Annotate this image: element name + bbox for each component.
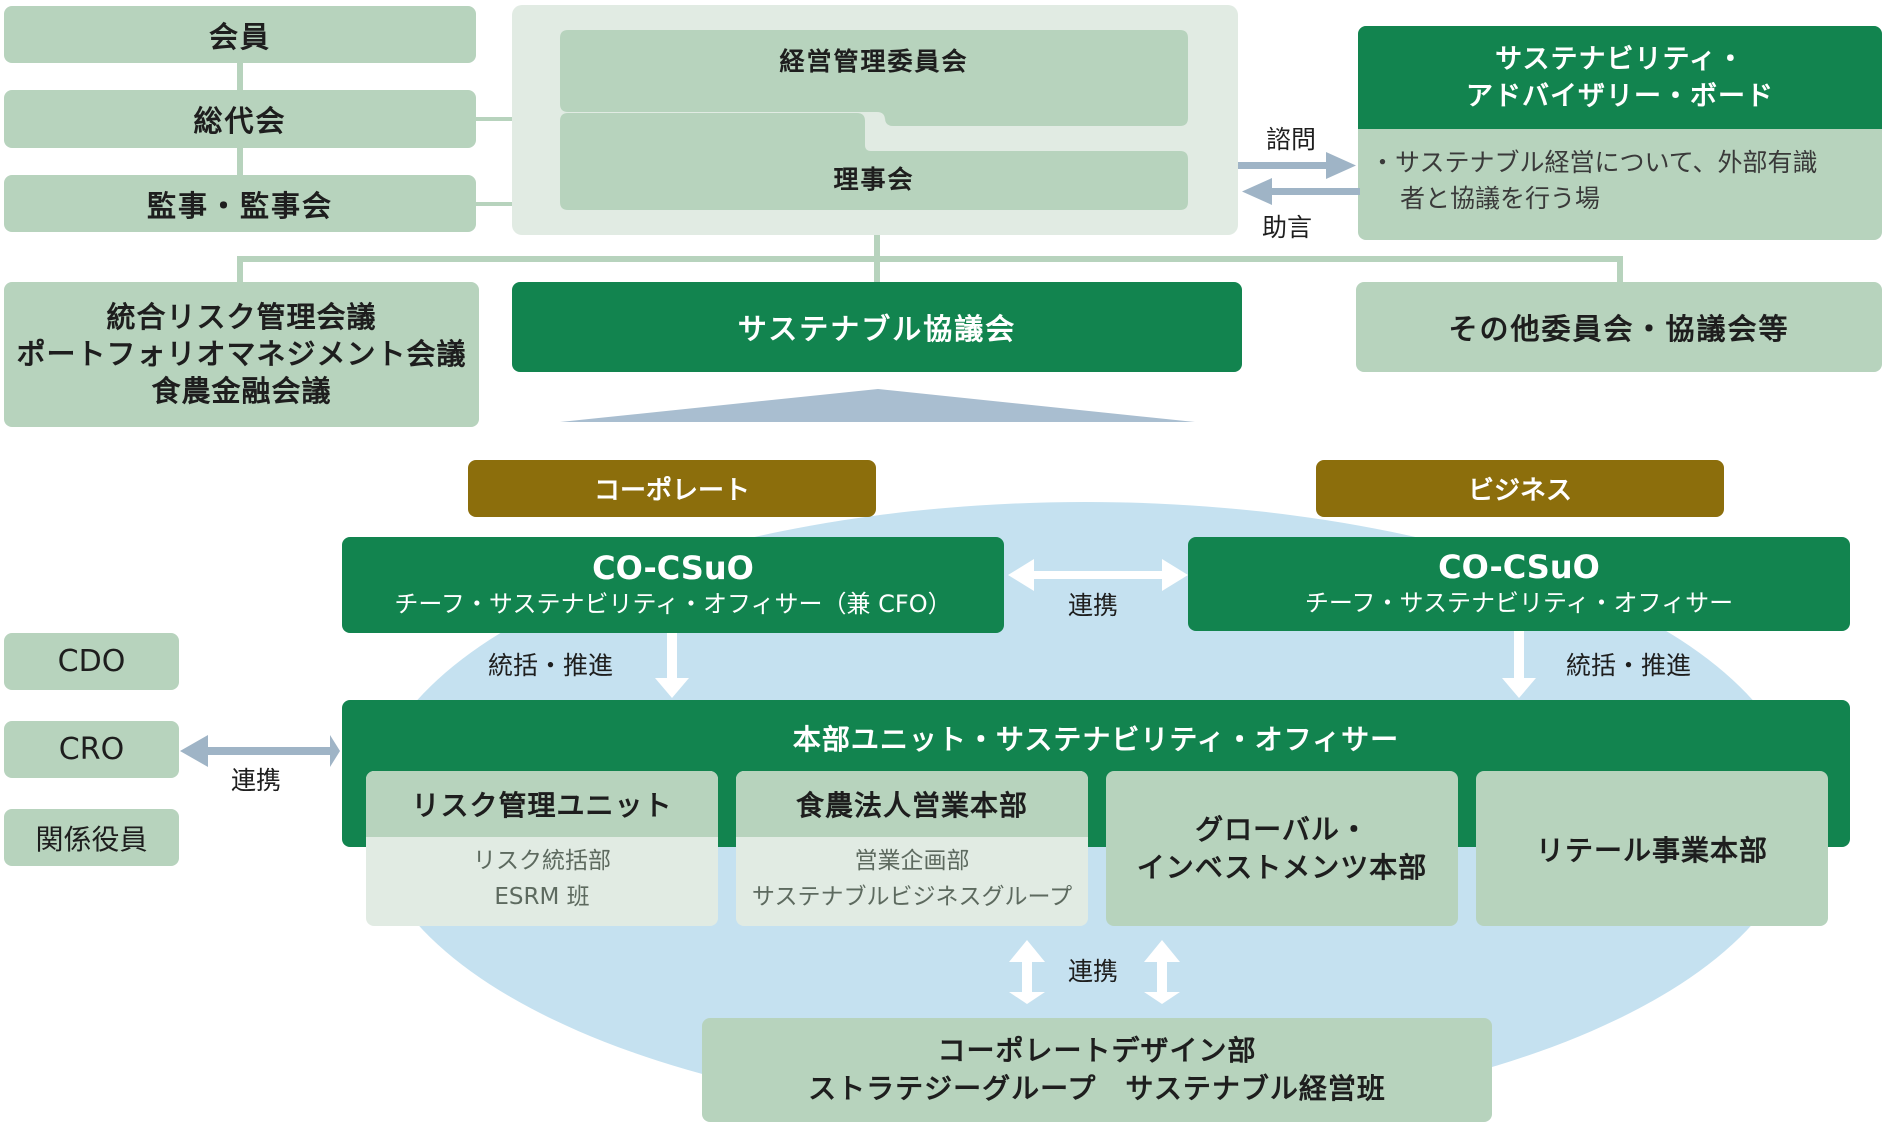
unit-food-sub-1: 営業企画部	[854, 848, 970, 874]
advice-label: 助言	[1262, 213, 1313, 242]
other-committees-label: その他委員会・協議会等	[1448, 312, 1790, 346]
board-label: 理事会	[833, 165, 915, 194]
connector-auditors-management	[476, 202, 512, 206]
connector-board-down	[874, 210, 880, 282]
cdo-box: CDO	[4, 633, 179, 690]
corporate-tag: コーポレート	[468, 460, 876, 517]
unit-risk-management: リスク管理ユニット リスク統括部 ESRM 班	[366, 771, 718, 926]
funnel-triangle	[560, 389, 1195, 422]
advisory-board-desc: ・サステナブル経営について、外部有識 者と協議を行う場	[1358, 129, 1882, 217]
advisory-board-desc-2: 者と協議を行う場	[1400, 184, 1601, 213]
oversee-label-right: 統括・推進	[1566, 651, 1692, 680]
unit-food-name: 食農法人営業本部	[795, 789, 1028, 822]
members-box: 会員	[4, 6, 476, 63]
hq-unit-title: 本部ユニット・サステナビリティ・オフィサー	[792, 723, 1400, 756]
general-assembly-label: 総代会	[193, 104, 287, 138]
advisory-board-title-1: サステナビリティ・	[1495, 43, 1745, 75]
unit-risk-header: リスク管理ユニット	[366, 771, 718, 837]
business-tag: ビジネス	[1316, 460, 1724, 517]
sustainable-council-label: サステナブル協議会	[737, 312, 1017, 346]
connector-assembly-auditors	[237, 148, 243, 176]
risk-councils-box: 統合リスク管理会議 ポートフォリオマネジメント会議 食農金融会議	[4, 282, 479, 427]
auditors-box: 監事・監事会	[4, 175, 476, 232]
consult-label: 諮問	[1266, 125, 1317, 154]
unit-food-header: 食農法人営業本部	[736, 771, 1088, 837]
unit-global-name-2: インベストメンツ本部	[1136, 850, 1428, 884]
business-tag-label: ビジネス	[1467, 476, 1572, 506]
unit-risk-sub-2: ESRM 班	[494, 884, 590, 910]
design-dept-line-2: ストラテジーグループ サステナブル経営班	[808, 1072, 1386, 1105]
corporate-design-dept-box: コーポレートデザイン部 ストラテジーグループ サステナブル経営班	[702, 1018, 1492, 1122]
related-officers-label: 関係役員	[35, 822, 148, 856]
unit-risk-name: リスク管理ユニット	[411, 789, 673, 822]
corporate-tag-label: コーポレート	[593, 476, 750, 506]
co-csuo-business-title: CO-CSuO	[1438, 548, 1600, 586]
unit-risk-sub: リスク統括部 ESRM 班	[473, 837, 611, 915]
unit-retail: リテール事業本部	[1476, 771, 1828, 926]
csuo-collab-label: 連携	[1068, 591, 1119, 620]
unit-global-investments: グローバル・ インベストメンツ本部	[1106, 771, 1458, 926]
co-csuo-business-subtitle: チーフ・サステナビリティ・オフィサー	[1304, 589, 1734, 617]
design-collab-label: 連携	[1068, 957, 1119, 986]
oversee-arrow-left	[655, 633, 689, 698]
connector-right-drop	[1617, 256, 1623, 282]
unit-risk-sub-1: リスク統括部	[473, 848, 611, 874]
management-committee-label: 経営管理委員会	[779, 47, 969, 76]
co-csuo-corporate-title: CO-CSuO	[592, 549, 754, 587]
unit-retail-name: リテール事業本部	[1535, 833, 1768, 867]
cro-collab-arrow	[180, 735, 340, 767]
risk-council-2: ポートフォリオマネジメント会議	[16, 337, 467, 371]
related-officers-box: 関係役員	[4, 809, 179, 866]
cro-box: CRO	[4, 721, 179, 778]
cro-label: CRO	[58, 732, 125, 767]
advisory-board-box: サステナビリティ・ アドバイザリー・ボード ・サステナブル経営について、外部有識…	[1358, 26, 1882, 240]
connector-members-assembly	[237, 62, 243, 90]
cdo-label: CDO	[57, 644, 126, 679]
design-collab-arrow-2	[1144, 940, 1180, 1004]
advisory-board-title-2: アドバイザリー・ボード	[1466, 80, 1774, 112]
unit-food-agri: 食農法人営業本部 営業企画部 サステナブルビジネスグループ	[736, 771, 1088, 926]
cro-collab-label: 連携	[231, 766, 282, 795]
oversee-arrow-right	[1502, 631, 1536, 698]
connector-assembly-management	[476, 117, 512, 121]
oversee-label-left: 統括・推進	[488, 651, 614, 680]
sustainable-council-box: サステナブル協議会	[512, 282, 1242, 372]
unit-food-sub-2: サステナブルビジネスグループ	[751, 884, 1073, 910]
auditors-label: 監事・監事会	[146, 188, 333, 223]
unit-global-name-1: グローバル・	[1195, 812, 1369, 846]
co-csuo-corporate-subtitle: チーフ・サステナビリティ・オフィサー（兼 CFO）	[394, 590, 952, 618]
connector-horizontal	[237, 256, 1623, 262]
other-committees-box: その他委員会・協議会等	[1356, 282, 1882, 372]
risk-council-3: 食農金融会議	[151, 374, 332, 408]
design-dept-line-1: コーポレートデザイン部	[937, 1034, 1257, 1067]
risk-council-1: 統合リスク管理会議	[106, 300, 377, 334]
advisory-board-desc-1: ・サステナブル経営について、外部有識	[1370, 148, 1818, 177]
members-label: 会員	[208, 19, 271, 54]
consult-arrow	[1238, 152, 1356, 179]
design-collab-arrow-1	[1009, 940, 1045, 1004]
advice-arrow	[1242, 178, 1360, 205]
co-csuo-corporate-box: CO-CSuO チーフ・サステナビリティ・オフィサー（兼 CFO）	[342, 537, 1004, 633]
advisory-board-header: サステナビリティ・ アドバイザリー・ボード	[1358, 26, 1882, 129]
csuo-collab-arrow	[1008, 559, 1188, 591]
connector-left-drop	[237, 256, 243, 282]
general-assembly-box: 総代会	[4, 90, 476, 148]
co-csuo-business-box: CO-CSuO チーフ・サステナビリティ・オフィサー	[1188, 537, 1850, 631]
unit-food-sub: 営業企画部 サステナブルビジネスグループ	[752, 837, 1072, 915]
